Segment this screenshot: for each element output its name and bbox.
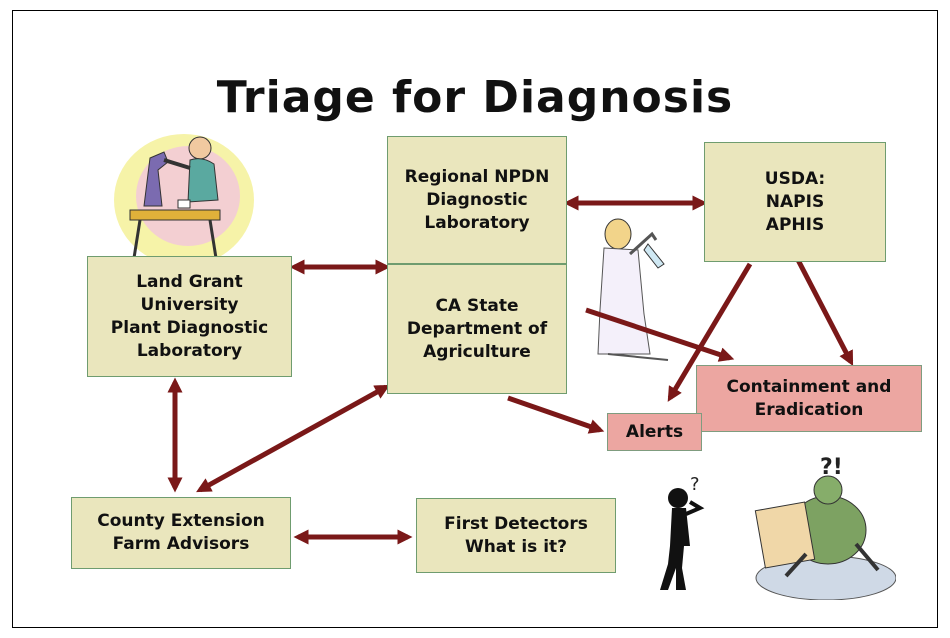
svg-text:?: ? <box>690 474 700 495</box>
arrow-castate-alerts <box>507 395 605 434</box>
regional-lab-box: Regional NPDN Diagnostic Laboratory <box>387 136 567 264</box>
bug-with-map-icon: ?! <box>754 455 896 600</box>
ca-state-dept-box: CA State Department of Agriculture <box>387 264 567 394</box>
alerts-box: Alerts <box>607 413 702 451</box>
county-extension-box: County Extension Farm Advisors <box>71 497 291 569</box>
usda-box: USDA: NAPIS APHIS <box>704 142 886 262</box>
scientist-at-microscope-icon <box>114 134 254 266</box>
arrow-usda-alerts <box>667 262 753 402</box>
first-detectors-box: First Detectors What is it? <box>416 498 616 573</box>
confused-person-icon: ? <box>660 474 705 590</box>
arrow-usda-containment <box>794 256 854 366</box>
containment-eradication-box: Containment and Eradication <box>696 365 922 432</box>
arrow-castate-containment <box>585 307 735 362</box>
svg-text:?!: ?! <box>820 455 843 480</box>
page-title: Triage for Diagnosis <box>216 72 734 123</box>
arrow-castate-county <box>196 384 390 493</box>
land-grant-lab-box: Land Grant University Plant Diagnostic L… <box>87 256 292 377</box>
